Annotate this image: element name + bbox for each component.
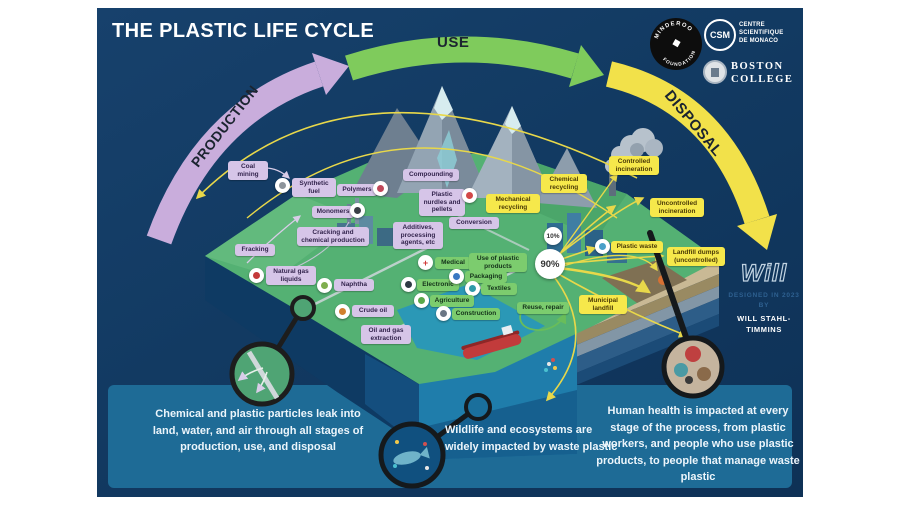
node-cracking: Cracking and chemical production xyxy=(297,227,369,247)
credit-designer-name: WILL STAHL-TIMMINS xyxy=(737,313,791,334)
node-municipal-landfill: Municipal landfill xyxy=(579,295,627,315)
medical-icon: + xyxy=(418,255,433,270)
wildlife-magnifier xyxy=(378,393,492,489)
mountains xyxy=(352,86,597,208)
csm-line1: CENTRE xyxy=(739,22,765,28)
polymers-icon xyxy=(373,181,388,196)
node-natural-gas-liquids: Natural gas liquids xyxy=(266,266,316,286)
csm-name: CENTRE SCIENTIFIQUE DE MONACO xyxy=(739,21,783,45)
caption-human-health: Human health is impacted at every stage … xyxy=(596,405,800,483)
electronic-icon xyxy=(401,277,416,292)
node-reuse-repair: Reuse, repair xyxy=(517,302,569,314)
agriculture-icon xyxy=(414,293,429,308)
poster-canvas: THE PLASTIC LIFE CYCLE PRODUCTION USE DI… xyxy=(97,8,803,497)
boston-college-wordmark: BOSTON COLLEGE xyxy=(731,60,793,86)
csm-logo: CSM xyxy=(704,19,736,51)
node-controlled-incineration: Controlled incineration xyxy=(609,156,659,176)
monomers-icon xyxy=(350,203,365,218)
ten-percent-badge: 10% xyxy=(544,227,562,245)
caption-wildlife: Wildlife and ecosystems are widely impac… xyxy=(445,424,618,453)
node-conversion: Conversion xyxy=(449,217,499,229)
node-coal-mining: Coal mining xyxy=(228,161,268,181)
boston-college-seal xyxy=(703,60,727,84)
incinerator-smoke xyxy=(605,128,663,196)
node-naphtha: Naphtha xyxy=(334,279,374,291)
node-chemical-recycling: Chemical recycling xyxy=(541,174,587,194)
minderoo-foundation-logo: MINDEROO FOUNDATION xyxy=(650,16,702,72)
node-electronic: Electronic xyxy=(417,279,459,291)
nurdles-icon xyxy=(462,188,477,203)
node-crude-oil: Crude oil xyxy=(352,305,394,317)
page-title: THE PLASTIC LIFE CYCLE xyxy=(112,20,375,42)
node-plastic-nurdles: Plastic nurdles and pellets xyxy=(419,189,465,216)
node-construction: Construction xyxy=(452,308,500,320)
ninety-percent-badge: 90% xyxy=(535,249,565,279)
textiles-icon xyxy=(465,281,480,296)
production-arrow xyxy=(146,53,349,245)
natural-gas-liquids-icon xyxy=(249,268,264,283)
node-fracking: Fracking xyxy=(235,244,275,256)
boston-line1: BOSTON xyxy=(731,61,784,72)
node-synthetic-fuel: Synthetic fuel xyxy=(292,178,336,198)
csm-line3: DE MONACO xyxy=(739,38,779,45)
leak-magnifier xyxy=(229,295,316,407)
illustration-scene xyxy=(146,36,777,489)
will-logo: Will xyxy=(740,259,788,287)
caption-particle-leak: Chemical and plastic particles leak into… xyxy=(152,408,364,453)
csm-line2: SCIENTIFIQUE xyxy=(739,30,784,37)
construction-icon xyxy=(436,306,451,321)
node-use-of-plastic-products: Use of plastic products xyxy=(469,253,527,273)
ocean-debris xyxy=(544,358,557,372)
packaging-icon xyxy=(449,269,464,284)
plastic-waste-icon xyxy=(595,239,610,254)
node-monomers: Monomers xyxy=(312,206,354,218)
node-additives: Additives, processing agents, etc xyxy=(393,222,443,249)
synthetic-fuel-icon xyxy=(275,178,290,193)
use-arrow xyxy=(345,36,604,87)
phase-use: USE xyxy=(437,34,470,51)
csm-abbr: CSM xyxy=(710,30,730,40)
node-uncontrolled-incineration: Uncontrolled incineration xyxy=(650,198,704,218)
designer-credit: Will DESIGNED IN 2023 BY WILL STAHL-TIMM… xyxy=(727,259,801,335)
tanker-ship xyxy=(461,324,522,359)
node-landfill-dumps: Landfill dumps (uncontrolled) xyxy=(667,247,725,267)
node-packaging: Packaging xyxy=(465,271,507,283)
naphtha-icon xyxy=(317,278,332,293)
crude-oil-icon xyxy=(335,304,350,319)
boston-line2: COLLEGE xyxy=(731,74,794,86)
disposal-arrow xyxy=(605,61,777,250)
credit-designed-line: DESIGNED IN 2023 BY xyxy=(728,292,800,309)
node-agriculture: Agriculture xyxy=(430,295,474,307)
node-oil-gas-extraction: Oil and gas extraction xyxy=(361,325,411,345)
node-plastic-waste: Plastic waste xyxy=(611,241,663,253)
node-textiles: Textiles xyxy=(481,283,517,295)
node-medical: Medical xyxy=(435,257,471,269)
node-mechanical-recycling: Mechanical recycling xyxy=(486,194,540,214)
node-polymers: Polymers xyxy=(337,184,377,196)
node-compounding: Compounding xyxy=(403,169,459,181)
